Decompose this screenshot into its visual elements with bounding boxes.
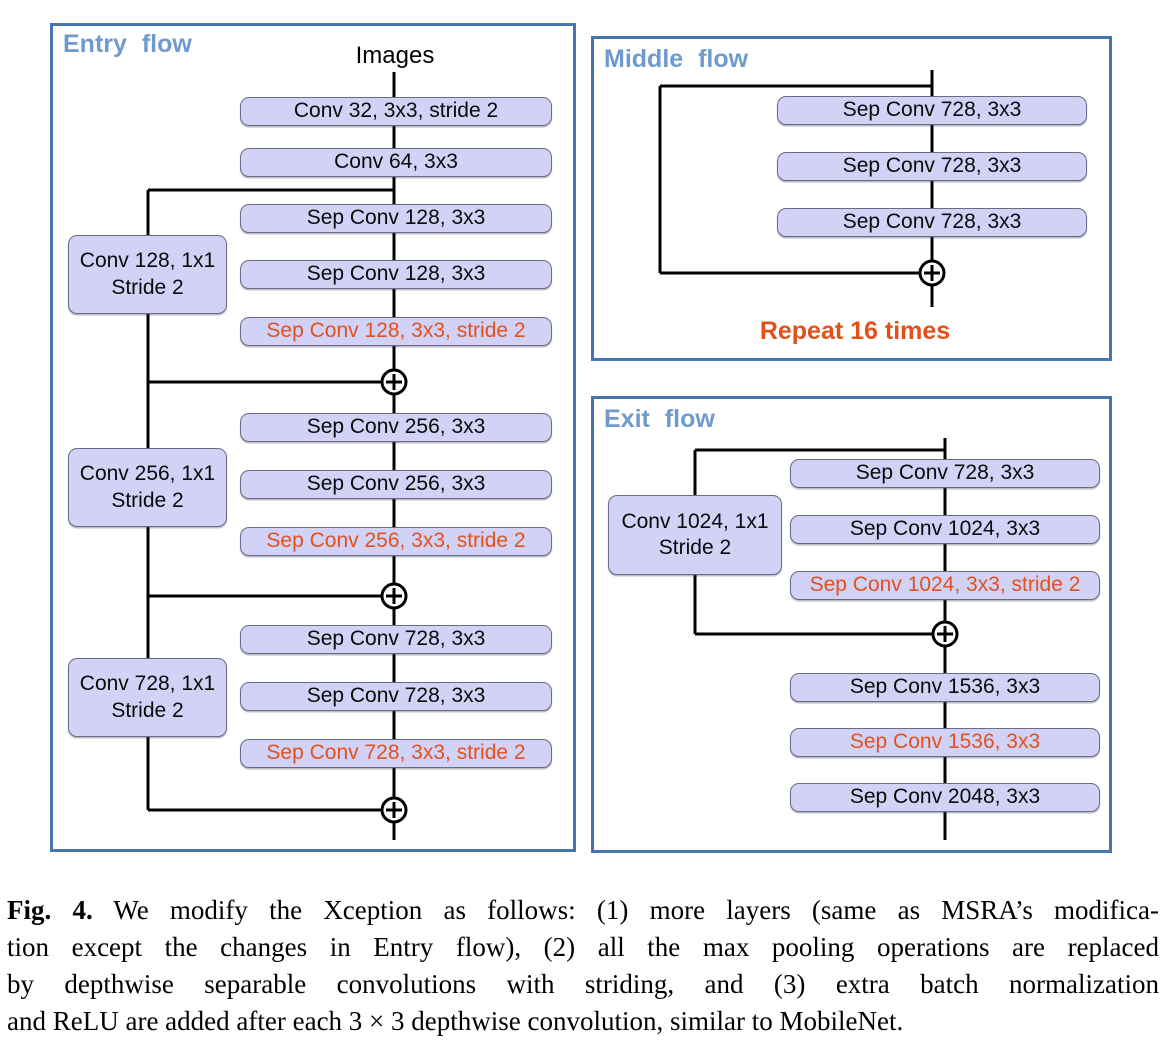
entry-flow-title: Entry flow (63, 30, 192, 58)
caption-line: Fig. 4. We modify the Xception as follow… (7, 892, 1159, 929)
layer-node: Sep Conv 728, 3x3 (777, 96, 1087, 125)
layer-node: Conv 32, 3x3, stride 2 (240, 97, 552, 126)
merge-add-icon (380, 796, 408, 824)
layer-node: Sep Conv 256, 3x3 (240, 470, 552, 499)
layer-node-stride: Sep Conv 128, 3x3, stride 2 (240, 317, 552, 346)
layer-node: Sep Conv 728, 3x3 (777, 208, 1087, 237)
layer-node-stride: Sep Conv 728, 3x3, stride 2 (240, 739, 552, 768)
layer-node: Sep Conv 728, 3x3 (790, 459, 1100, 488)
shortcut-conv-node: Conv 128, 1x1 Stride 2 (68, 235, 227, 314)
figure-caption: Fig. 4. We modify the Xception as follow… (7, 892, 1159, 1040)
caption-line: tion except the changes in Entry flow), … (7, 932, 1159, 962)
merge-add-icon (380, 368, 408, 396)
caption-line: by depthwise separable convolutions with… (7, 969, 1159, 999)
layer-node: Sep Conv 728, 3x3 (777, 152, 1087, 181)
merge-add-icon (380, 582, 408, 610)
layer-node-stride: Sep Conv 256, 3x3, stride 2 (240, 527, 552, 556)
layer-node: Conv 64, 3x3 (240, 148, 552, 177)
exit-flow-panel (591, 396, 1112, 853)
layer-node-accent: Sep Conv 1536, 3x3 (790, 728, 1100, 757)
entry-flow-panel (50, 23, 576, 852)
layer-node-stride: Sep Conv 1024, 3x3, stride 2 (790, 571, 1100, 600)
layer-node: Sep Conv 1536, 3x3 (790, 673, 1100, 702)
shortcut-conv-node: Conv 1024, 1x1 Stride 2 (608, 495, 782, 575)
layer-node: Sep Conv 256, 3x3 (240, 413, 552, 442)
merge-add-icon (931, 620, 959, 648)
middle-flow-panel (591, 36, 1112, 361)
layer-node: Sep Conv 128, 3x3 (240, 204, 552, 233)
caption-figure-label: Fig. 4. (7, 895, 93, 925)
shortcut-conv-node: Conv 728, 1x1 Stride 2 (68, 658, 227, 737)
repeat-note: Repeat 16 times (759, 317, 951, 345)
layer-node: Sep Conv 2048, 3x3 (790, 783, 1100, 812)
caption-text: We modify the Xception as follows: (1) m… (92, 895, 1159, 925)
layer-node: Sep Conv 128, 3x3 (240, 260, 552, 289)
caption-line: and ReLU are added after each 3 × 3 dept… (7, 1006, 904, 1036)
middle-flow-title: Middle flow (604, 45, 749, 73)
layer-node: Sep Conv 728, 3x3 (240, 625, 552, 654)
layer-node: Sep Conv 1024, 3x3 (790, 515, 1100, 544)
shortcut-conv-node: Conv 256, 1x1 Stride 2 (68, 448, 227, 527)
layer-node: Sep Conv 728, 3x3 (240, 682, 552, 711)
exit-flow-title: Exit flow (604, 405, 715, 433)
merge-add-icon (918, 259, 946, 287)
images-input-label: Images (355, 42, 435, 69)
